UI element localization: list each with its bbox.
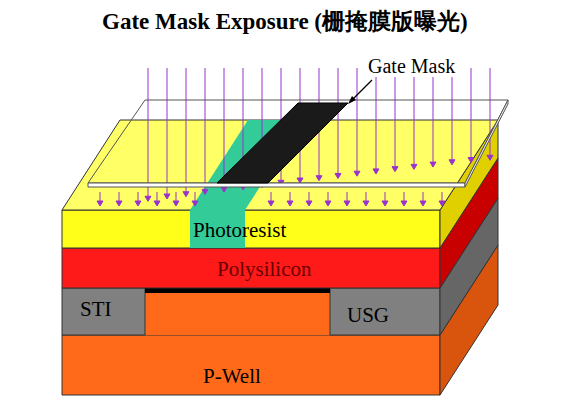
ray-head: [287, 201, 293, 206]
light-ray: [433, 68, 434, 163]
ray-head: [449, 160, 455, 165]
layer-label: P-Well: [203, 365, 261, 388]
ray-head: [164, 194, 170, 199]
light-ray: [452, 68, 453, 161]
photoresist-front: [62, 210, 440, 248]
ray-head: [173, 201, 179, 206]
light-ray: [395, 68, 396, 168]
ray-head: [325, 201, 331, 206]
ray-head: [97, 201, 103, 206]
p-well-front: [62, 335, 440, 395]
light-ray: [338, 68, 339, 174]
gate-oxide: [145, 288, 330, 293]
ray-head: [363, 201, 369, 206]
ray-head: [382, 201, 388, 206]
ray-head: [183, 192, 189, 197]
ray-head: [420, 201, 426, 206]
light-ray: [376, 68, 377, 170]
layer-label: Photoresist: [193, 219, 286, 242]
layer-label: STI: [80, 298, 112, 321]
ray-head: [411, 164, 417, 169]
ray-head: [316, 176, 322, 181]
ray-head: [221, 187, 227, 192]
ray-head: [268, 201, 274, 206]
ray-head: [297, 178, 303, 183]
channel-region: [145, 290, 330, 335]
ray-head: [344, 201, 350, 206]
layer-label: USG: [347, 304, 389, 327]
light-ray: [205, 68, 206, 190]
diagram-title: Gate Mask Exposure (栅掩膜版曝光): [102, 9, 468, 34]
sti-right: [330, 288, 440, 335]
mask-label: Gate Mask: [365, 55, 458, 77]
light-ray: [490, 68, 491, 156]
ray-head: [439, 201, 445, 206]
layer-label: Polysilicon: [217, 258, 312, 281]
leader-head: [348, 96, 356, 104]
ray-head: [487, 155, 493, 160]
light-ray: [357, 68, 358, 172]
ray-head: [192, 201, 198, 206]
ray-head: [145, 196, 151, 201]
sti-left: [62, 288, 145, 335]
gate-mask-chrome: [217, 103, 348, 183]
ray-head: [306, 201, 312, 206]
ray-head: [335, 173, 341, 178]
ray-head: [202, 189, 208, 194]
ray-head: [154, 201, 160, 206]
light-ray: [414, 68, 415, 165]
ray-head: [392, 167, 398, 172]
light-ray: [471, 68, 472, 159]
ray-head: [430, 162, 436, 167]
ray-head: [468, 158, 474, 163]
polysilicon-front: [62, 248, 440, 288]
mask-plate-side: [465, 100, 508, 187]
light-ray: [148, 68, 149, 197]
mask-plate-edge: [88, 183, 465, 187]
ray-head: [401, 201, 407, 206]
ray-head: [135, 201, 141, 206]
light-ray: [186, 68, 187, 193]
ray-head: [354, 171, 360, 176]
light-ray: [224, 68, 225, 188]
light-ray: [167, 68, 168, 195]
ray-head: [373, 169, 379, 174]
ray-head: [116, 201, 122, 206]
mask-plate: [88, 100, 508, 183]
